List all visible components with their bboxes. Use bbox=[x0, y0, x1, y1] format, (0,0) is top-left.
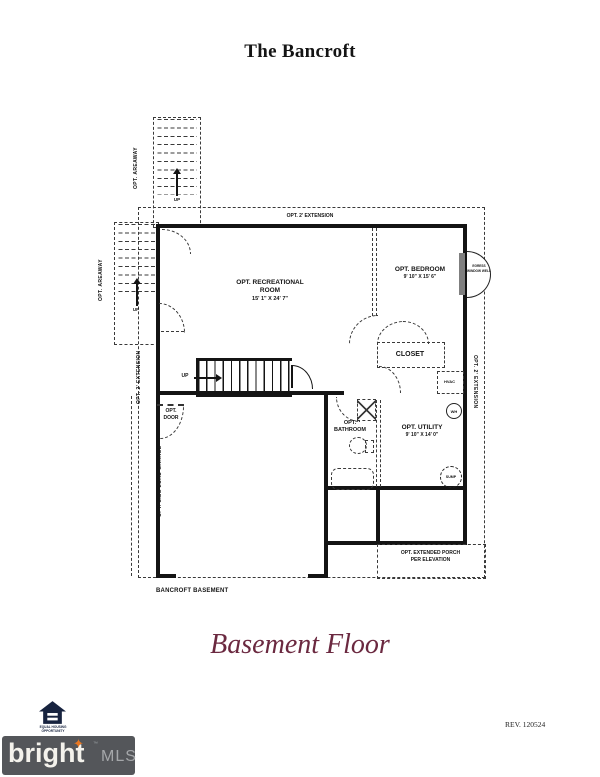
floor-subtitle: Basement Floor bbox=[210, 629, 390, 660]
page-title: The Bancroft bbox=[244, 41, 356, 62]
bathroom-toilet-tank bbox=[365, 440, 374, 453]
bright-trademark: ™ bbox=[93, 741, 98, 747]
plan-name-label: BANCROFT BASEMENT bbox=[156, 588, 229, 594]
wall-porch-divider bbox=[376, 490, 380, 544]
stairs-up-arrowhead bbox=[216, 374, 222, 382]
equal-housing-line1: EQUAL HOUSING bbox=[39, 725, 67, 729]
extended-porch-outline bbox=[377, 544, 486, 579]
areaway-left-arrowhead bbox=[133, 278, 141, 284]
extension-label-right: OPT. 2' EXTENSION bbox=[472, 355, 478, 409]
bedroom-window bbox=[459, 253, 465, 295]
wall-right bbox=[463, 224, 467, 545]
bedroom-label: OPT. BEDROOM 9' 10" X 15' 6" bbox=[370, 266, 470, 281]
rec-room-name-line1: OPT. RECREATIONAL bbox=[236, 279, 304, 286]
areaway-left-up-label: UP bbox=[132, 307, 140, 312]
extension-outline-left2 bbox=[131, 396, 132, 576]
areaway-left-label: OPT. AREAWAY bbox=[98, 259, 104, 301]
equal-housing-house-icon bbox=[39, 701, 66, 724]
water-heater: WH bbox=[446, 403, 462, 419]
bright-star-icon: ✦ bbox=[73, 736, 84, 751]
bedroom-partition-a bbox=[372, 228, 373, 316]
stairs-up-arrow bbox=[194, 377, 218, 379]
equal-housing-logo bbox=[39, 701, 66, 724]
hvac-unit bbox=[437, 371, 464, 394]
garage-opt-door-label: OPT. DOOR bbox=[158, 408, 184, 421]
bathroom-partition-a bbox=[376, 400, 377, 487]
opt-door-line1: OPT. bbox=[165, 408, 177, 414]
bedroom-partition-b bbox=[376, 228, 377, 316]
bathroom-name-line2: BATHROOM bbox=[334, 427, 366, 434]
bright-mls-logo: bright ✦ ™ MLS bbox=[2, 736, 137, 775]
areaway-top-arrowhead bbox=[173, 168, 181, 174]
floor-plan: OPT. 2' EXTENSION OPT. 2' EXTENSION OPT.… bbox=[98, 117, 492, 594]
bathroom-label: OPT. BATHROOM bbox=[324, 420, 376, 434]
areaway-left-arrow bbox=[136, 283, 138, 306]
extended-porch-label: OPT. EXTENDED PORCH PER ELEVATION bbox=[377, 550, 484, 563]
porch-line2: PER ELEVATION bbox=[410, 556, 451, 563]
wall-stub-bottom-left bbox=[156, 574, 176, 578]
rec-room-door-sill bbox=[161, 331, 184, 332]
rec-room-name-line2: ROOM bbox=[259, 287, 281, 295]
opt-door-line2: DOOR bbox=[163, 414, 179, 421]
wall-stub-bottom-mid bbox=[308, 574, 328, 578]
areaway-top-arrow bbox=[176, 173, 178, 196]
bathroom-partition-b bbox=[380, 400, 381, 487]
utility-dims: 9' 10" X 14' 0" bbox=[405, 432, 439, 439]
sump-pump: SUMP bbox=[440, 466, 462, 488]
areaway-top-label: OPT. AREAWAY bbox=[133, 147, 139, 189]
utility-label: OPT. UTILITY 9' 10" X 14' 0" bbox=[372, 424, 472, 439]
utility-name: OPT. UTILITY bbox=[401, 424, 443, 431]
wall-left bbox=[156, 224, 160, 578]
bathroom-sink bbox=[357, 399, 376, 421]
egress-window-well-label: EGRESS WINDOW WELL bbox=[466, 264, 492, 274]
bathroom-name-line1: OPT. bbox=[343, 420, 357, 426]
bedroom-dims: 9' 10" X 15' 6" bbox=[403, 274, 437, 281]
stairs-up-label: UP bbox=[181, 373, 189, 379]
rec-room-dims: 15' 1" X 24' 7" bbox=[252, 295, 288, 302]
hvac-label: HVAC bbox=[443, 379, 456, 384]
egress-window-well bbox=[467, 251, 491, 298]
extension-label-top: OPT. 2' EXTENSION bbox=[286, 213, 334, 219]
bedroom-name: OPT. BEDROOM bbox=[394, 266, 446, 273]
garage-opt-door-header bbox=[157, 404, 184, 406]
bathroom-toilet-bowl bbox=[349, 437, 367, 454]
porch-line1: OPT. EXTENDED PORCH bbox=[400, 550, 461, 556]
bright-wordmark: bright bbox=[8, 738, 85, 768]
wall-utility-bottom bbox=[324, 486, 467, 490]
rec-room-label: OPT. RECREATIONAL ROOM 15' 1" X 24' 7" bbox=[205, 279, 335, 303]
extension-label-left: OPT. 2' EXTENSION bbox=[136, 350, 142, 404]
areaway-top-up-label: UP bbox=[173, 197, 181, 202]
closet-label: CLOSET bbox=[395, 351, 425, 358]
egress-window-well-line2: WINDOW WELL bbox=[467, 268, 491, 273]
side-load-garage-label: OPT. SIDE LOAD GARAGE bbox=[157, 445, 163, 517]
egress-window-well-line1: EGRESS bbox=[472, 264, 486, 268]
closet-room bbox=[377, 342, 445, 368]
wall-garage-right bbox=[324, 391, 328, 578]
wall-porch-bottom bbox=[324, 541, 467, 545]
wall-top bbox=[156, 224, 467, 228]
bathroom-tub bbox=[331, 468, 374, 490]
mls-wordmark: MLS bbox=[101, 748, 137, 765]
revision-label: REV. 120524 bbox=[505, 720, 546, 729]
equal-housing-line2: OPPORTUNITY bbox=[41, 729, 65, 734]
equal-housing-text: EQUAL HOUSING OPPORTUNITY bbox=[30, 725, 76, 734]
